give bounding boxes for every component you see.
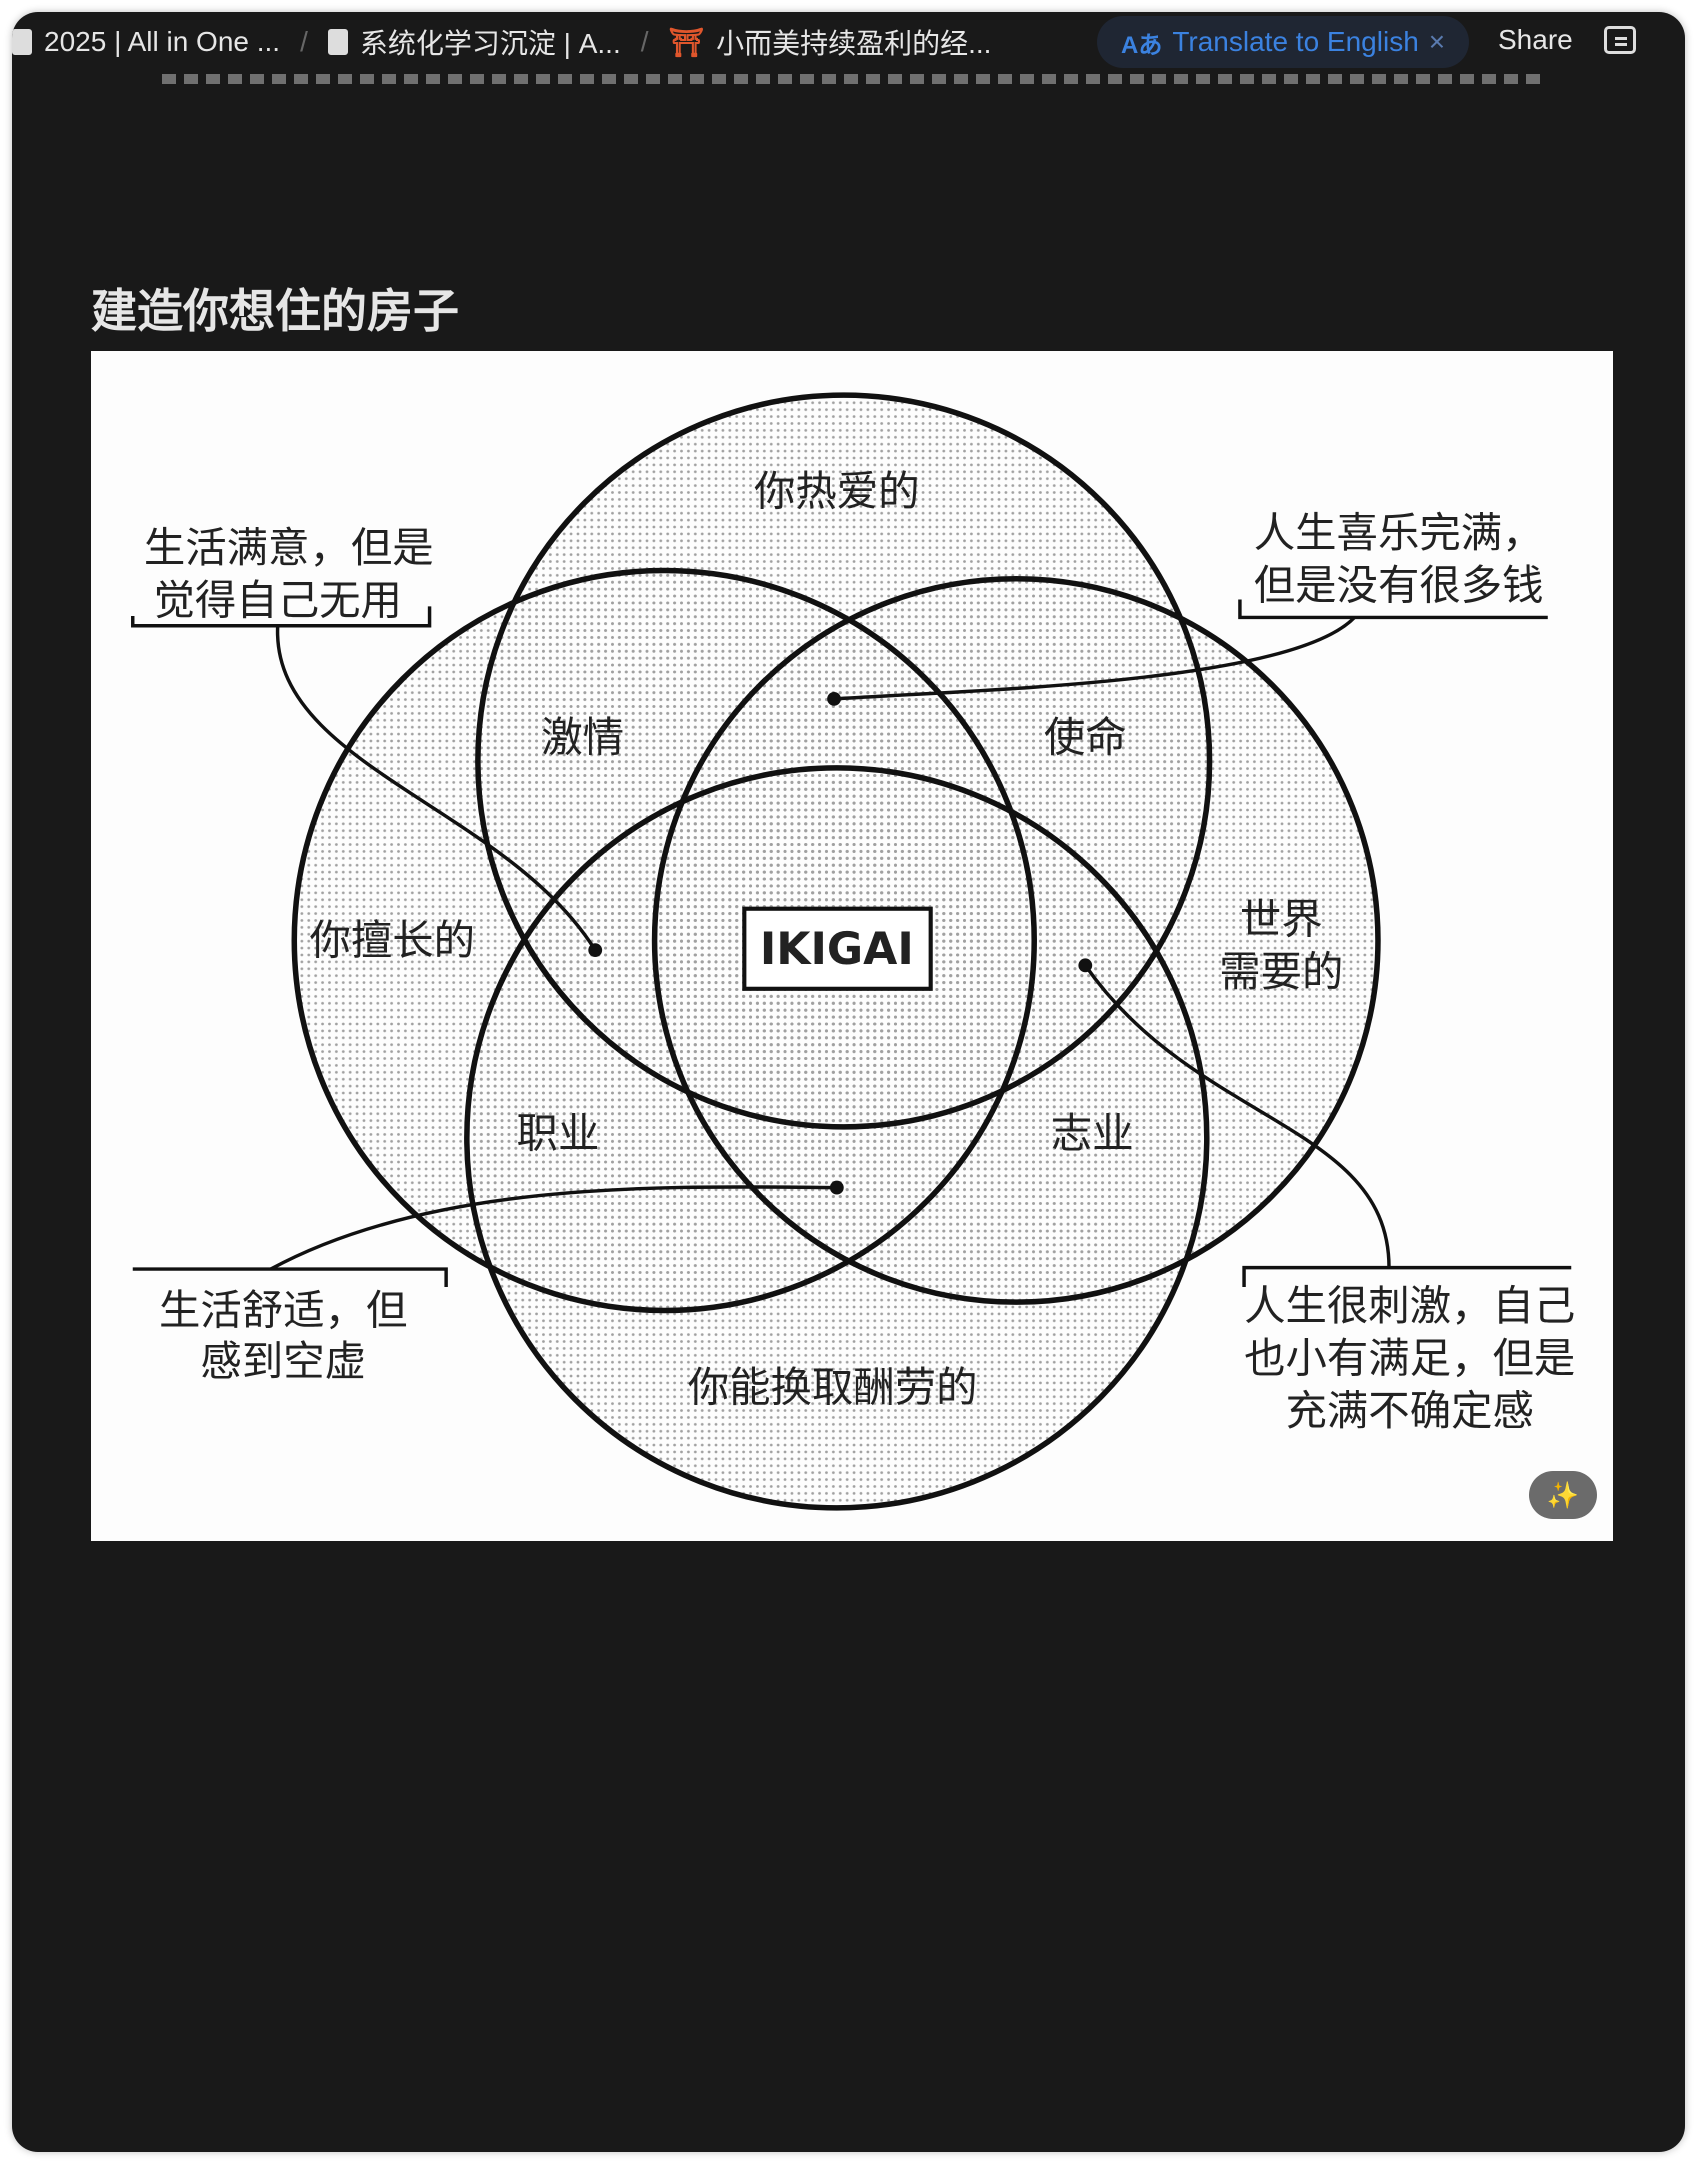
breadcrumb-1[interactable]: 2025 | All in One ...	[12, 26, 280, 58]
breadcrumb-label: 系统化学习沉淀 | A...	[359, 28, 621, 59]
translate-icon: Aあ	[1121, 31, 1163, 59]
torii-icon: ⛩	[668, 26, 705, 58]
breadcrumb-3[interactable]: ⛩ 小而美持续盈利的经...	[669, 22, 992, 62]
comment-icon[interactable]	[1604, 26, 1636, 54]
label-passion: 激情	[541, 713, 624, 761]
annotation-top-left-1: 生活满意，但是	[144, 524, 434, 572]
circle-paid-for	[464, 765, 1210, 1511]
ikigai-image: IKIGAI 你热爱的 你擅长的 世界 需要的 你能换取酬劳的 激情 使命 职业…	[91, 351, 1613, 1541]
label-profession: 职业	[517, 1110, 600, 1158]
ikigai-label: IKIGAI	[760, 924, 914, 975]
annotation-bottom-right-1: 人生很刺激，自己	[1244, 1282, 1575, 1330]
label-paid: 你能换取酬劳的	[688, 1364, 978, 1412]
breadcrumb-separator: /	[300, 26, 308, 57]
page-icon	[12, 29, 32, 55]
circle-good-at	[291, 567, 1037, 1314]
share-button[interactable]: Share	[1498, 24, 1573, 55]
annotation-bottom-right-2: 也小有满足，但是	[1244, 1335, 1575, 1383]
annotation-top-left-2: 觉得自己无用	[153, 577, 401, 625]
close-icon[interactable]: ×	[1428, 26, 1446, 57]
annotation-bottom-left-1: 生活舒适，但	[159, 1286, 407, 1334]
ikigai-diagram: IKIGAI 你热爱的 你擅长的 世界 需要的 你能换取酬劳的 激情 使命 职业…	[131, 392, 1575, 1511]
circle-love	[475, 392, 1213, 1130]
breadcrumb-separator: /	[640, 26, 649, 57]
annotation-top-right-1: 人生喜乐完满，	[1254, 509, 1544, 557]
label-love: 你热爱的	[754, 468, 920, 516]
label-world-line2: 需要的	[1219, 948, 1343, 996]
breadcrumb-label: 2025 | All in One ...	[44, 26, 281, 57]
page-icon	[327, 29, 348, 55]
scrolled-text-fragment	[162, 74, 1542, 84]
translate-label: Translate to English	[1172, 26, 1419, 57]
top-bar: 2025 | All in One ... / 系统化学习沉淀 | A... /…	[12, 12, 1685, 72]
breadcrumb-2[interactable]: 系统化学习沉淀 | A...	[327, 22, 621, 62]
annotation-top-right-2: 但是没有很多钱	[1254, 561, 1544, 609]
annotation-bottom-right-3: 充满不确定感	[1286, 1387, 1534, 1435]
label-vocation: 志业	[1051, 1110, 1134, 1158]
label-world-line1: 世界	[1240, 896, 1323, 944]
label-good-at: 你擅长的	[309, 916, 475, 964]
breadcrumb-label: 小而美持续盈利的经...	[716, 28, 992, 59]
translate-button[interactable]: Aあ Translate to English ×	[1097, 16, 1470, 68]
magic-wand-icon[interactable]: ✨	[1529, 1471, 1597, 1519]
section-heading: 建造你想住的房子	[91, 285, 459, 337]
annotation-bottom-left-2: 感到空虚	[200, 1337, 366, 1385]
label-mission: 使命	[1044, 713, 1127, 761]
circle-world-needs	[651, 576, 1381, 1305]
